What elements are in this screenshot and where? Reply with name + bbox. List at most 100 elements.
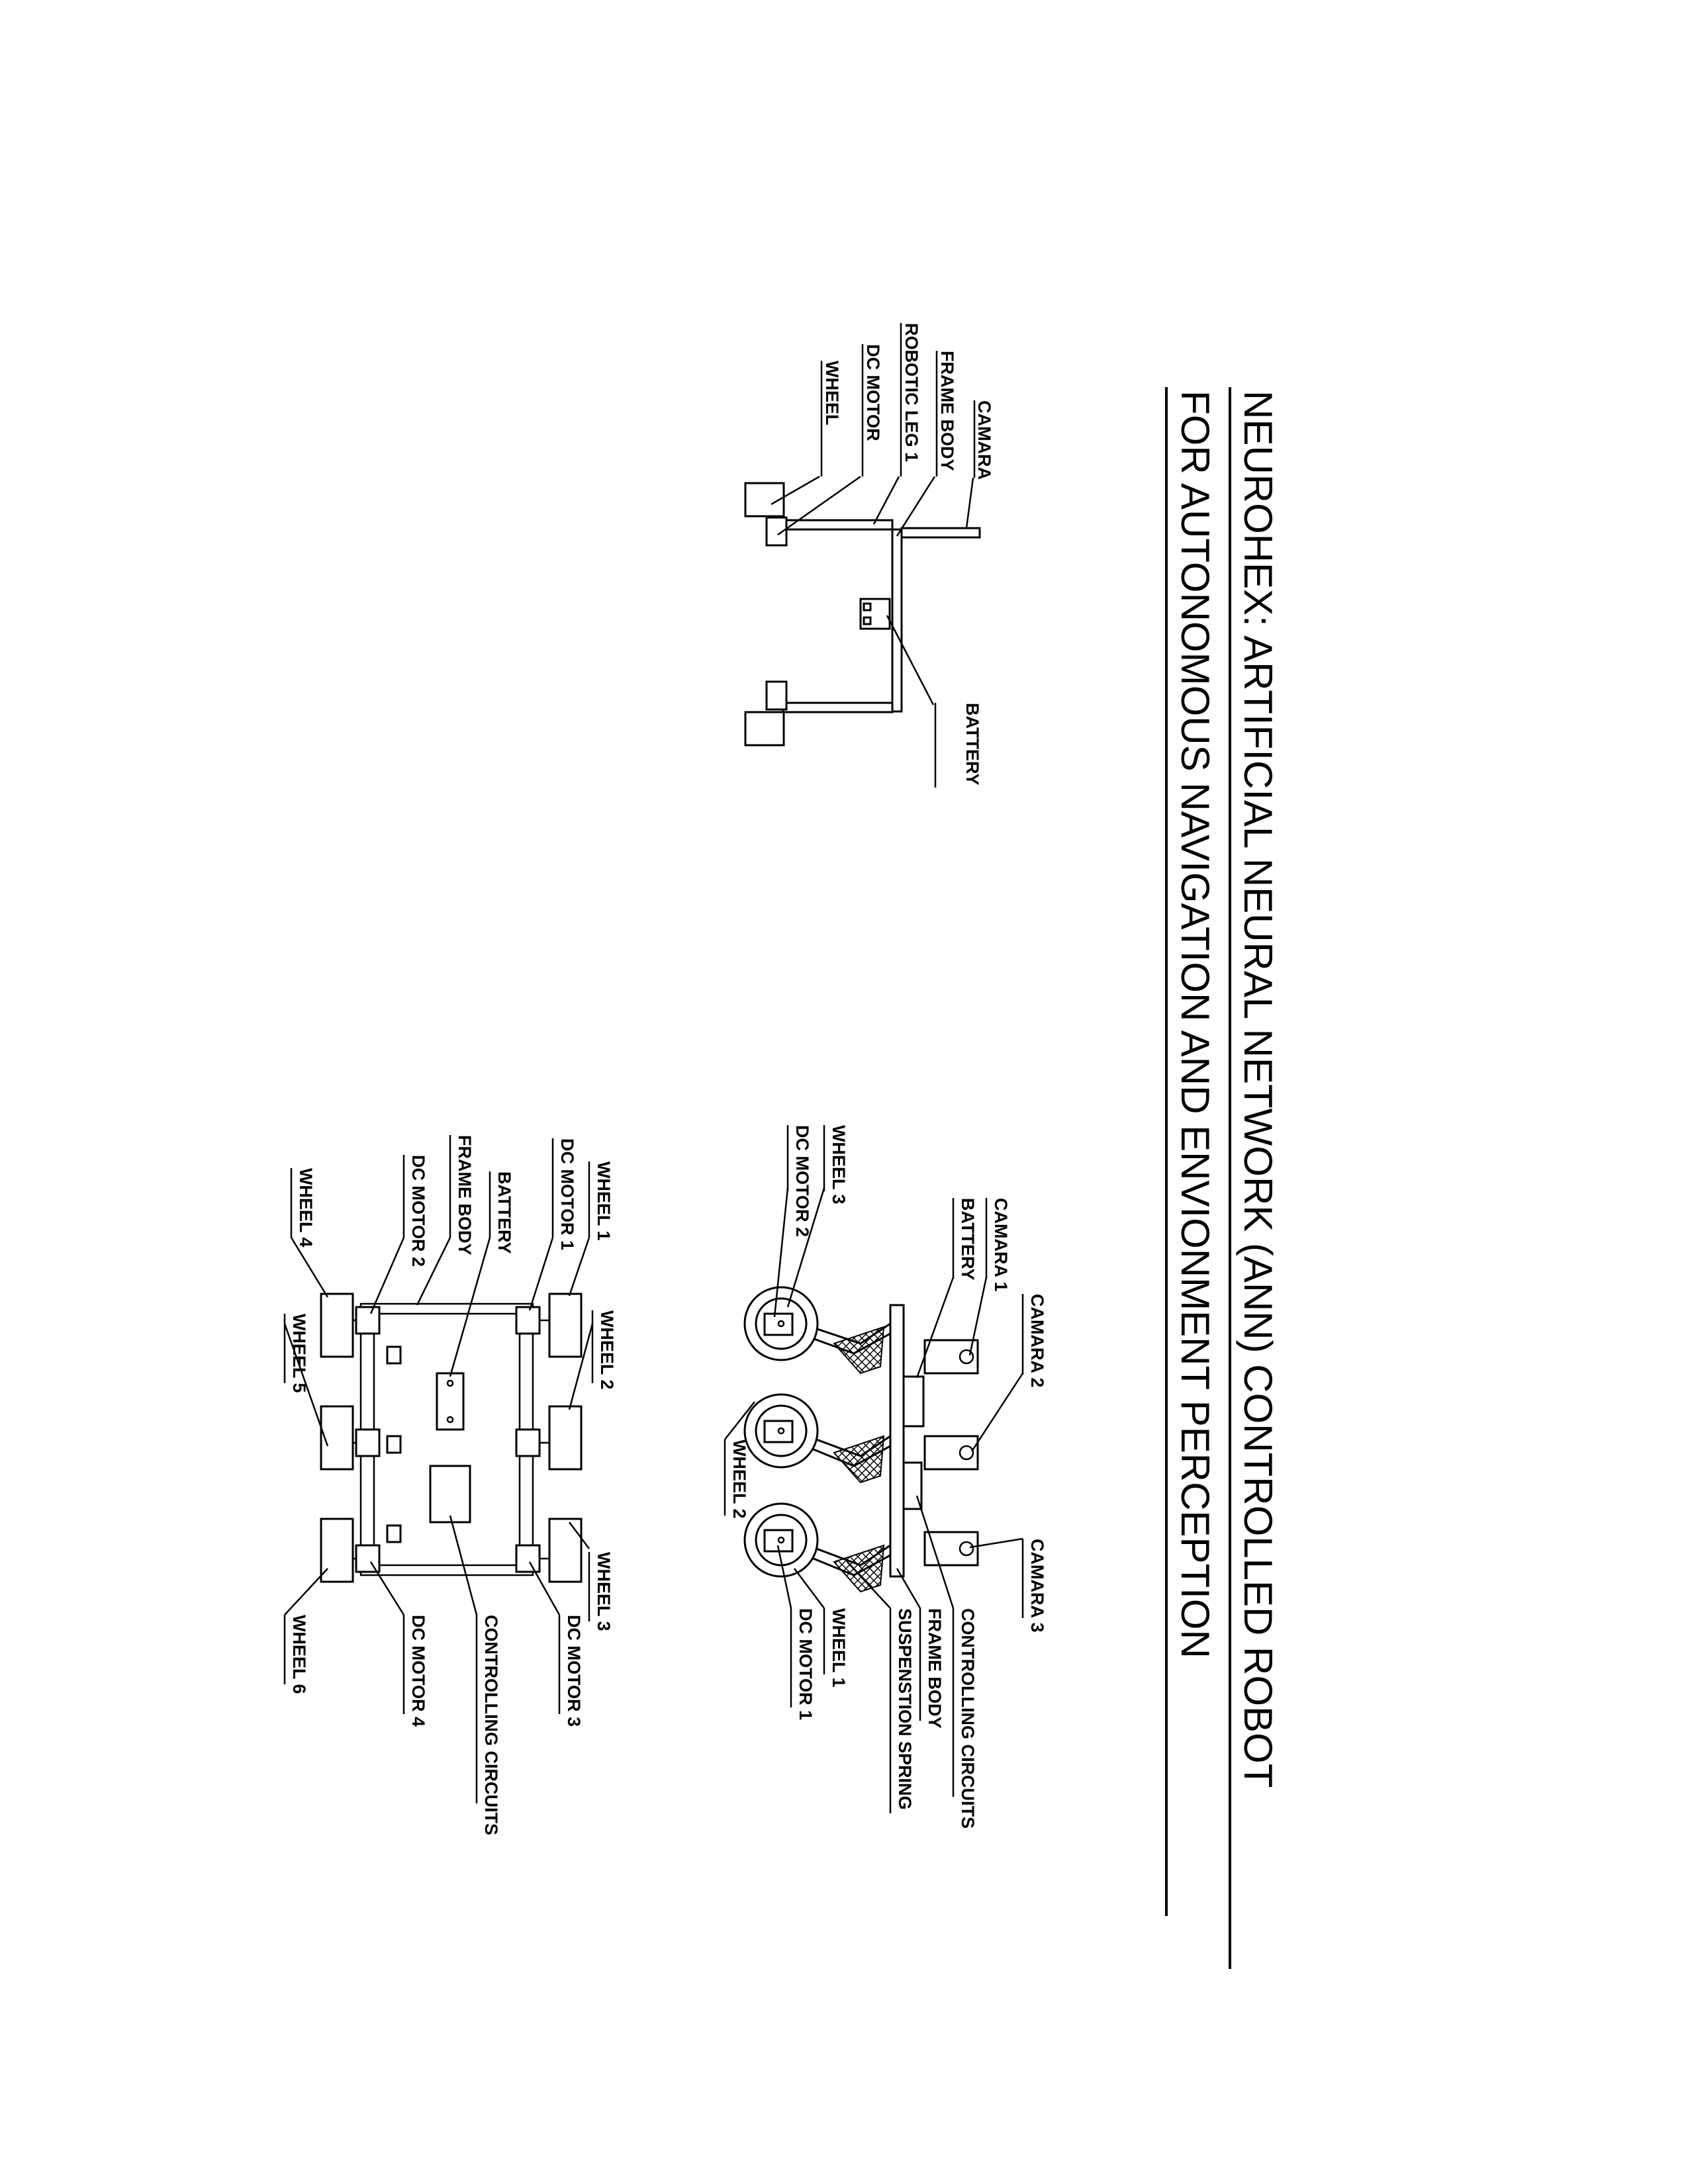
- title-line-1: NEUROHEX: ARTIFICIAL NEURAL NETWORK (ANN…: [1236, 390, 1280, 1788]
- motor-stud: [386, 1435, 402, 1454]
- wheel-6-shape: [320, 1518, 354, 1583]
- svg-text:WHEEL 4: WHEEL 4: [296, 1168, 316, 1248]
- top-label-dc-motor-1: DC MOTOR 1: [551, 1138, 577, 1250]
- front-label-dc-motor: DC MOTOR: [861, 344, 883, 477]
- wheel-2-shape: [548, 1405, 583, 1471]
- top-view-diagram: WHEEL 1 DC MOTOR 1 BATTERY FRAME BODY DC…: [283, 1135, 617, 1835]
- svg-text:CAMARA 3: CAMARA 3: [1027, 1539, 1047, 1633]
- front-label-robotic-leg: ROBOTIC LEG 1: [900, 323, 921, 477]
- camera-1-shape: [923, 1339, 979, 1375]
- svg-text:WHEEL 5: WHEEL 5: [289, 1314, 309, 1393]
- front-label-wheel: WHEEL: [820, 361, 842, 477]
- dc-motor-mid-shape: [515, 1428, 541, 1457]
- svg-text:WHEEL 6: WHEEL 6: [289, 1615, 309, 1694]
- frame-body-shape: [891, 528, 903, 713]
- dc-motor-4-shape: [355, 1544, 381, 1573]
- wheel-5-shape: [320, 1405, 354, 1471]
- front-label-camara: CAMARA: [973, 400, 994, 480]
- top-label-wheel-6: WHEEL 6: [283, 1615, 309, 1694]
- camera-3-shape: [923, 1531, 979, 1567]
- side-label-suspension-spring: SUSPENSTION SPRING: [889, 1608, 915, 1813]
- side-view-diagram: WHEEL 3 DC MOTOR 2 CAMARA 1 BATTERY CAMA…: [724, 1125, 1047, 1829]
- svg-text:WHEEL 1: WHEEL 1: [829, 1608, 849, 1688]
- side-label-frame-body: FRAME BODY: [919, 1608, 945, 1729]
- svg-text:DC MOTOR 2: DC MOTOR 2: [408, 1155, 428, 1267]
- battery-terminal: [863, 616, 872, 625]
- svg-text:DC MOTOR 2: DC MOTOR 2: [792, 1125, 812, 1237]
- svg-text:CONTROLLING CIRCUITS: CONTROLLING CIRCUITS: [481, 1615, 501, 1835]
- svg-text:CAMARA 2: CAMARA 2: [1027, 1294, 1047, 1388]
- svg-text:BATTERY: BATTERY: [962, 703, 982, 786]
- svg-text:DC MOTOR 4: DC MOTOR 4: [408, 1615, 428, 1727]
- svg-text:WHEEL 3: WHEEL 3: [829, 1125, 849, 1205]
- svg-text:WHEEL 3: WHEEL 3: [594, 1552, 614, 1631]
- side-label-wheel-1: WHEEL 1: [823, 1608, 849, 1688]
- side-label-dc-motor-2: DC MOTOR 2: [786, 1125, 812, 1237]
- svg-text:FRAME BODY: FRAME BODY: [455, 1135, 475, 1255]
- top-label-battery: BATTERY: [489, 1171, 514, 1254]
- svg-text:BATTERY: BATTERY: [494, 1171, 514, 1254]
- leg-unit-wheel-2: [743, 1393, 892, 1484]
- side-label-battery: BATTERY: [952, 1198, 978, 1281]
- svg-text:DC MOTOR 3: DC MOTOR 3: [564, 1615, 584, 1727]
- wheel-3-shape: [548, 1518, 583, 1583]
- side-label-camara-3: CAMARA 3: [1021, 1539, 1047, 1633]
- leg-unit-wheel-3: [743, 1286, 892, 1375]
- battery-shape: [436, 1372, 465, 1431]
- dc-motor-mid-shape: [355, 1428, 381, 1457]
- svg-text:ROBOTIC LEG 1: ROBOTIC LEG 1: [902, 323, 921, 462]
- side-label-controlling-circuits: CONTROLLING CIRCUITS: [952, 1608, 978, 1829]
- top-label-frame-body: FRAME BODY: [449, 1135, 475, 1255]
- dc-motor-3-shape: [515, 1544, 541, 1573]
- side-label-camara-1: CAMARA 1: [985, 1198, 1011, 1292]
- controlling-circuits-shape: [429, 1465, 471, 1524]
- top-label-dc-motor-4: DC MOTOR 4: [402, 1615, 428, 1727]
- motor-stud: [386, 1345, 402, 1365]
- camera-2-shape: [923, 1435, 979, 1471]
- frame-body-shape: [889, 1304, 905, 1578]
- svg-text:CAMARA 1: CAMARA 1: [991, 1198, 1011, 1292]
- top-label-wheel-3: WHEEL 3: [588, 1552, 614, 1631]
- side-label-wheel-3: WHEEL 3: [823, 1125, 849, 1205]
- front-label-battery: BATTERY: [934, 703, 982, 788]
- svg-text:FRAME BODY: FRAME BODY: [925, 1608, 945, 1729]
- svg-text:DC MOTOR: DC MOTOR: [863, 344, 883, 441]
- top-label-dc-motor-3: DC MOTOR 3: [558, 1615, 584, 1727]
- wheel-1-shape: [548, 1293, 583, 1358]
- top-label-controlling-circuits: CONTROLLING CIRCUITS: [475, 1615, 501, 1835]
- top-label-wheel-5: WHEEL 5: [283, 1314, 309, 1393]
- top-label-wheel-4: WHEEL 4: [290, 1168, 316, 1248]
- top-label-wheel-1: WHEEL 1: [588, 1161, 614, 1241]
- camera-shape: [900, 527, 981, 539]
- svg-text:CAMARA: CAMARA: [974, 400, 994, 480]
- svg-text:DC MOTOR 1: DC MOTOR 1: [796, 1608, 816, 1720]
- wheel-4-shape: [320, 1293, 354, 1358]
- dc-motor-2-shape: [355, 1306, 381, 1335]
- svg-text:SUSPENSTION SPRING: SUSPENSTION SPRING: [895, 1608, 915, 1810]
- top-label-wheel-2: WHEEL 2: [591, 1310, 617, 1390]
- svg-text:BATTERY: BATTERY: [958, 1198, 978, 1281]
- wheel-shape: [744, 711, 785, 747]
- svg-text:FRAME BODY: FRAME BODY: [937, 351, 957, 471]
- svg-text:WHEEL: WHEEL: [822, 361, 842, 426]
- front-view-diagram: CAMARA FRAME BODY ROBOTIC LEG 1 DC MOTOR…: [744, 323, 994, 788]
- side-label-wheel-2: WHEEL 2: [724, 1439, 749, 1519]
- dc-motor-1-shape: [515, 1306, 541, 1335]
- front-label-frame-body: FRAME BODY: [935, 351, 957, 477]
- motor-stud: [386, 1524, 402, 1543]
- title-line-2: FOR AUTONOMOUS NAVIGATION AND ENVIONMENT…: [1173, 390, 1217, 1659]
- dc-motor-shape: [765, 680, 788, 711]
- battery-terminal: [863, 602, 872, 612]
- svg-text:CONTROLLING CIRCUITS: CONTROLLING CIRCUITS: [958, 1608, 978, 1829]
- leg-unit-wheel-1: [743, 1502, 892, 1593]
- top-label-dc-motor-2: DC MOTOR 2: [402, 1155, 428, 1267]
- side-label-dc-motor-1: DC MOTOR 1: [790, 1608, 816, 1720]
- robotic-leg-shape: [782, 702, 894, 713]
- side-label-camara-2: CAMARA 2: [1021, 1294, 1047, 1388]
- svg-text:WHEEL 2: WHEEL 2: [729, 1439, 749, 1519]
- wheel-shape: [744, 482, 785, 518]
- svg-text:DC MOTOR 1: DC MOTOR 1: [557, 1138, 577, 1250]
- svg-text:WHEEL 2: WHEEL 2: [597, 1310, 617, 1390]
- svg-text:WHEEL 1: WHEEL 1: [594, 1161, 614, 1241]
